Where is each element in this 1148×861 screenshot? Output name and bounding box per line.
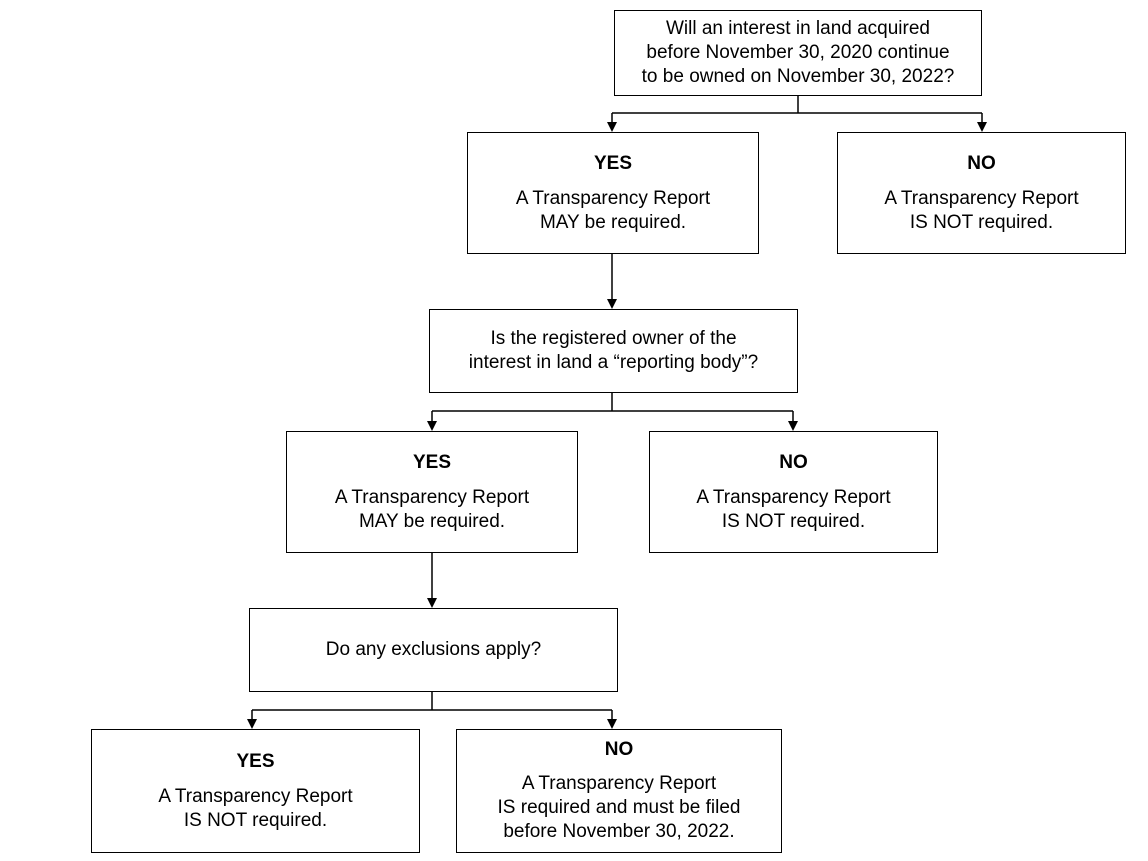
answer-3-yes-box: YES A Transparency Report IS NOT require…: [91, 729, 420, 853]
question-reporting-body: Is the registered owner of the interest …: [429, 309, 798, 393]
answer-heading: NO: [779, 451, 808, 473]
answer-heading: YES: [593, 152, 633, 174]
answer-text: A Transparency Report MAY be required.: [334, 486, 530, 532]
question-exclusions: Do any exclusions apply?: [249, 608, 618, 692]
answer-2-yes-box: YES A Transparency Report MAY be require…: [286, 431, 578, 553]
answer-heading: NO: [604, 739, 634, 760]
answer-3-no-box: NO A Transparency Report IS required and…: [456, 729, 782, 853]
answer-heading: YES: [412, 451, 452, 473]
answer-heading: YES: [236, 750, 275, 772]
question-acquired-before-2020: Will an interest in land acquired before…: [614, 10, 982, 96]
answer-heading: NO: [967, 152, 996, 174]
answer-text: A Transparency Report IS NOT required.: [884, 187, 1079, 233]
question-text: Will an interest in land acquired before…: [641, 18, 955, 87]
answer-text: A Transparency Report IS NOT required.: [158, 785, 353, 831]
answer-1-yes-box: YES A Transparency Report MAY be require…: [467, 132, 759, 254]
question-text: Is the registered owner of the interest …: [468, 328, 759, 373]
answer-1-no-box: NO A Transparency Report IS NOT required…: [837, 132, 1126, 254]
answer-text: A Transparency Report IS required and mu…: [497, 773, 741, 842]
answer-text: A Transparency Report MAY be required.: [515, 187, 711, 233]
question-text: Do any exclusions apply?: [325, 639, 542, 660]
answer-2-no-box: NO A Transparency Report IS NOT required…: [649, 431, 938, 553]
answer-text: A Transparency Report IS NOT required.: [696, 486, 891, 532]
